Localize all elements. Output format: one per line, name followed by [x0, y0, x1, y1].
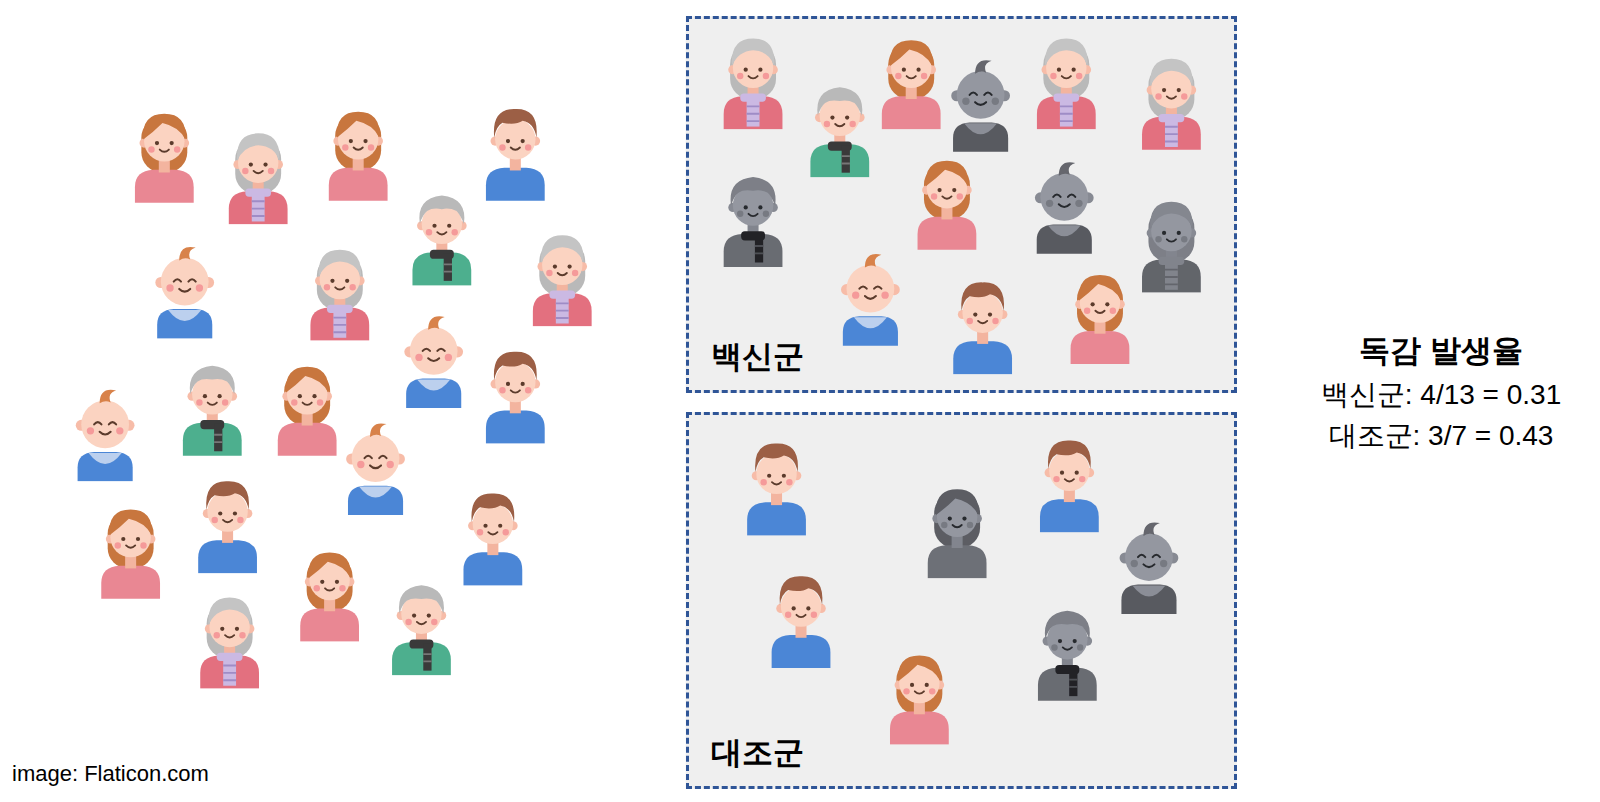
person-icon: [953, 282, 1012, 374]
group-ground: [686, 16, 1237, 393]
person-icon: [810, 87, 869, 177]
person-icon: [772, 576, 831, 668]
person-icon: [1071, 275, 1130, 364]
person-icon: [747, 444, 806, 536]
infected-person-icon: [724, 177, 783, 267]
result-value: 대조군: 3/7 = 0.43: [1321, 418, 1561, 454]
person-icon: [463, 494, 522, 586]
infected-person-icon: [1142, 202, 1201, 293]
person-icon: [1037, 38, 1096, 129]
person-icon: [200, 598, 259, 689]
person-icon: [346, 423, 405, 515]
person-icon: [135, 114, 194, 203]
person-icon: [392, 585, 451, 675]
group-box: 대조군: [686, 412, 1237, 789]
person-icon: [404, 316, 463, 408]
person-icon: [155, 247, 214, 339]
group-label: 백신군: [711, 336, 804, 378]
group-ground: [686, 412, 1237, 789]
infected-person-icon: [1035, 162, 1094, 254]
crowd: [76, 109, 592, 689]
person-icon: [890, 656, 949, 745]
person-icon: [183, 366, 242, 456]
infected-person-icon: [951, 60, 1010, 152]
image-credit: image: Flaticon.com: [12, 760, 209, 789]
group-box: 백신군: [686, 16, 1237, 393]
person-icon: [198, 481, 257, 573]
person-icon: [412, 195, 471, 285]
infected-person-icon: [1038, 611, 1097, 701]
person-icon: [300, 552, 359, 641]
person-icon: [310, 250, 369, 341]
person-icon: [841, 254, 900, 346]
person-icon: [1040, 441, 1099, 533]
result-block: 독감 발생율백신군: 4/13 = 0.31 대조군: 3/7 = 0.43: [1321, 331, 1561, 454]
person-icon: [724, 38, 783, 129]
person-icon: [229, 133, 288, 224]
person-icon: [329, 112, 388, 201]
person-icon: [101, 510, 160, 599]
person-icon: [533, 235, 592, 326]
person-icon: [76, 390, 135, 482]
vaccine-group-people: [724, 38, 1201, 374]
infected-person-icon: [1120, 522, 1179, 614]
result-heading: 독감 발생율: [1321, 331, 1561, 371]
person-icon: [1142, 59, 1201, 150]
person-icon: [278, 367, 337, 456]
person-icon: [486, 109, 545, 201]
infected-person-icon: [928, 489, 987, 578]
group-label: 대조군: [711, 732, 804, 774]
person-icon: [882, 40, 941, 129]
person-icon: [918, 161, 977, 250]
person-icon: [486, 352, 545, 444]
control-group-people: [747, 441, 1178, 745]
result-value: 백신군: 4/13 = 0.31: [1321, 377, 1561, 413]
